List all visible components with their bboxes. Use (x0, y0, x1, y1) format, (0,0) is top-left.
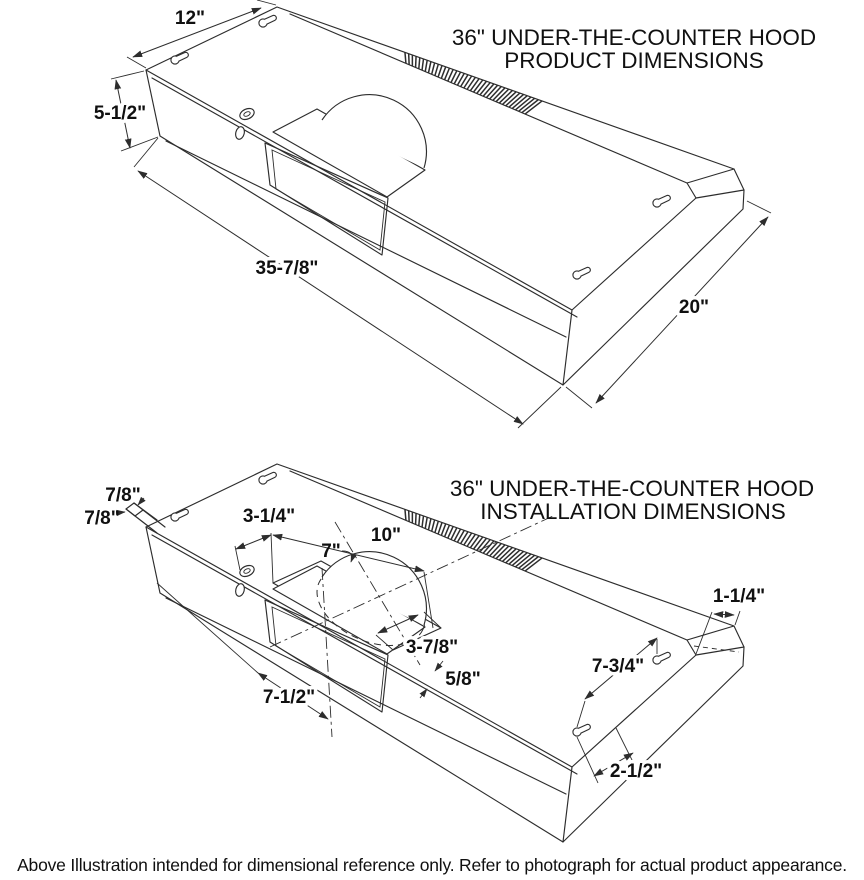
installation-diagram-title: 36" UNDER-THE-COUNTER HOOD INSTALLATION … (450, 476, 814, 524)
dim-corner-bevel: 1-1/4" (695, 586, 765, 655)
dim-label-front-height: 5-1/2" (94, 103, 146, 124)
vent-grille-hatch (404, 509, 543, 572)
power-knockout-tube (115, 496, 166, 534)
dim-label-cutout-length: 10" (371, 525, 401, 546)
installation-dimensions-drawing: 7/8" 7/8" 3-1/4" 10" 7" 3-7/8" 5/8" (84, 463, 814, 843)
product-title-line1: 36" UNDER-THE-COUNTER HOOD (452, 25, 816, 50)
installation-title-line1: 36" UNDER-THE-COUNTER HOOD (450, 476, 814, 501)
dim-front-height: 5-1/2" (90, 70, 159, 152)
dim-label-keyhole-inset: 2-1/2" (610, 761, 662, 782)
control-panel-recess (264, 599, 389, 713)
product-title-line2: PRODUCT DIMENSIONS (504, 48, 764, 73)
installation-title-line2: INSTALLATION DIMENSIONS (480, 499, 785, 524)
dim-label-cutout-depth: 3-7/8" (406, 637, 458, 658)
dim-label-corner-bevel: 1-1/4" (713, 586, 765, 607)
dim-duct-center: 7-1/2" (156, 582, 329, 720)
dim-side-depth: 20" (565, 200, 772, 409)
dim-knockout: 7/8" 7/8" (84, 485, 140, 529)
dim-label-top-width: 12" (175, 8, 205, 29)
dim-label-duct-diameter: 7" (321, 541, 341, 562)
control-knobs (235, 564, 255, 597)
dim-keyhole-span: 7-3/4" (576, 637, 658, 728)
dim-cutout-offset: 3-1/4" (234, 506, 295, 584)
dim-front-length: 35-7/8" (133, 137, 562, 429)
dim-label-cutout-offset: 3-1/4" (243, 506, 295, 527)
vent-grille-hatch (404, 52, 543, 115)
lamp-assembly (272, 94, 427, 198)
dim-label-front-length: 35-7/8" (256, 258, 319, 279)
dim-label-knockout-width: 7/8" (105, 485, 140, 506)
dim-label-keyhole-span: 7-3/4" (592, 656, 644, 677)
dim-keyhole-inset: 2-1/2" (576, 727, 666, 786)
dim-front-lip: 5/8" (419, 660, 481, 699)
dim-top-width: 12" (126, 0, 277, 69)
hood-body-outline (145, 463, 745, 843)
dim-label-knockout-height: 7/8" (84, 508, 119, 529)
product-diagram-title: 36" UNDER-THE-COUNTER HOOD PRODUCT DIMEN… (452, 25, 816, 73)
dim-label-front-lip: 5/8" (445, 669, 480, 690)
dim-label-side-depth: 20" (679, 297, 709, 318)
dim-label-duct-center: 7-1/2" (263, 687, 315, 708)
dim-duct-diameter: 7" (321, 541, 357, 563)
product-dimensions-drawing: 12" 5-1/2" 35-7/8" 20" 36" UNDER-THE-COU… (90, 0, 816, 429)
dim-cutout-depth: 3-7/8" (375, 611, 462, 662)
control-knobs (235, 107, 255, 140)
footer-note: Above Illustration intended for dimensio… (17, 855, 847, 875)
